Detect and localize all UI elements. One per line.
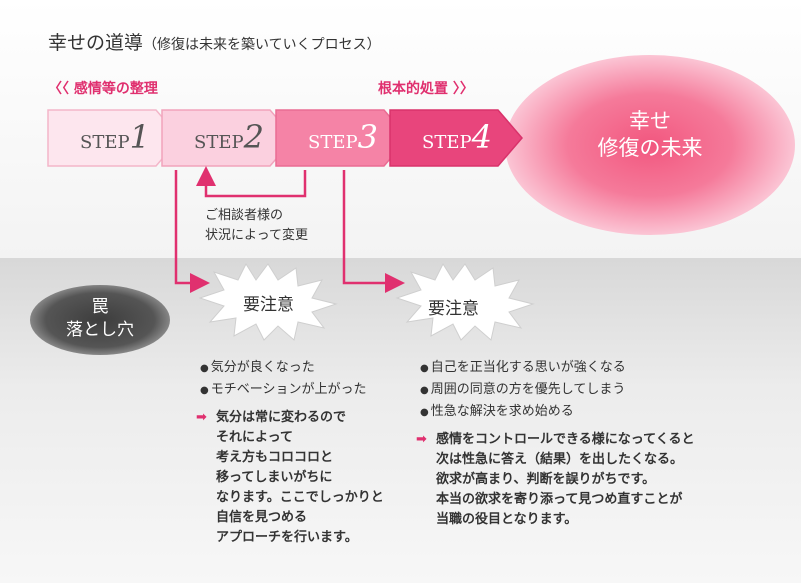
goal-line-2: 修復の未来 <box>597 136 703 160</box>
goal-line-1: 幸せ <box>629 109 671 133</box>
page-title: 幸せの道導（修復は未来を築いていくプロセス） <box>48 28 381 55</box>
pink-right-arrow-icon: ➡ <box>196 410 207 425</box>
step-1-label: STEP1 <box>80 118 150 156</box>
change-note: ご相談者様の 状況によって変更 <box>205 206 308 246</box>
trap-badge <box>30 285 170 355</box>
left-detail: ➡ 気分は常に変わるので それによって 考え方もコロコロと 移ってしまいがちに … <box>196 410 384 545</box>
step-2-label: STEP2 <box>194 118 264 156</box>
trap-line-2: 落とし穴 <box>66 320 134 340</box>
list-item: モチベーションが上がった <box>200 379 367 401</box>
range-label-left: 〈〈 感情等の整理 <box>48 81 158 97</box>
note-line-1: ご相談者様の <box>205 208 284 223</box>
trap-line-1: 罠 <box>91 297 109 317</box>
step2-warning-arrow <box>174 170 210 293</box>
feedback-arrow <box>196 166 307 198</box>
goal-label: 幸せ 修復の未来 <box>560 108 740 162</box>
goal-glow <box>505 55 795 235</box>
list-item: 性急な解決を求め始める <box>420 401 626 423</box>
right-detail: ➡ 感情をコントロールできる様になってくると 次は性急に答え（結果）を出したくな… <box>416 432 695 527</box>
list-item: 気分が良くなった <box>200 357 366 379</box>
warning-label-1: 要注意 <box>243 295 294 315</box>
right-bullets: 自己を正当化する思いが強くなる 周囲の同意の方を優先してしまう 性急な解決を求め… <box>420 357 626 423</box>
trap-label: 罠 落とし穴 <box>55 296 145 342</box>
speech-burst-icon <box>198 262 338 341</box>
warning-label-2: 要注意 <box>428 299 479 319</box>
step-2: STEP2 <box>160 106 318 170</box>
step-4-arrow-shape <box>389 109 523 167</box>
speech-burst-icon <box>395 262 535 341</box>
title-main: 幸せの道導 <box>48 32 144 54</box>
note-line-2: 状況によって変更 <box>205 228 308 243</box>
list-item: 周囲の同意の方を優先してしまう <box>420 379 626 401</box>
step3-warning-arrow <box>342 170 405 293</box>
range-label-right: 根本的処置 〉〉 <box>378 81 474 97</box>
step-4-label: STEP4 <box>422 118 492 156</box>
step-4: STEP4 <box>388 106 546 170</box>
title-sub: （修復は未来を築いていくプロセス） <box>143 37 381 53</box>
step-3-label: STEP3 <box>308 118 378 156</box>
list-item: 自己を正当化する思いが強くなる <box>420 357 626 379</box>
step-3: STEP3 <box>274 106 432 170</box>
pink-right-arrow-icon: ➡ <box>416 432 427 447</box>
step-1: STEP1 <box>46 106 204 170</box>
left-bullets: 気分が良くなった モチベーションが上がった <box>200 357 367 401</box>
